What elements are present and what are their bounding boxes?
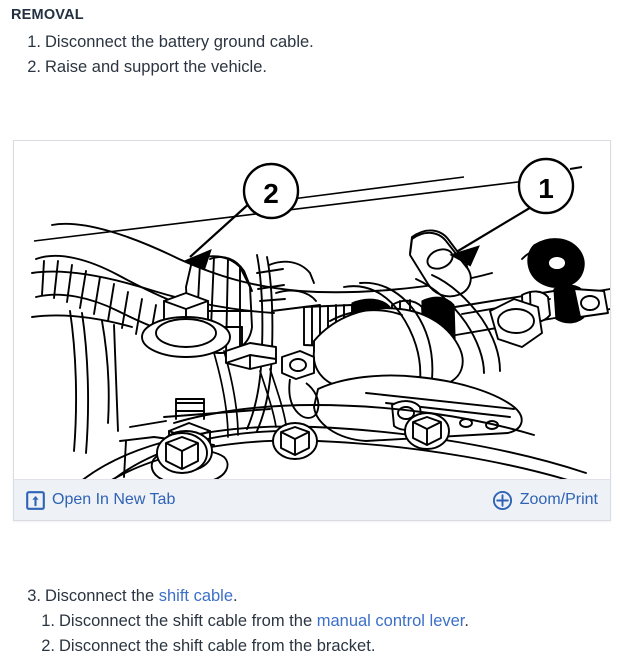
list-item: 2.Disconnect the shift cable from the br… — [11, 634, 611, 659]
step-text-pre: Disconnect the shift cable from the — [59, 612, 317, 630]
list-item: 1.Disconnect the battery ground cable. — [11, 30, 611, 55]
open-in-new-tab-icon — [26, 490, 45, 510]
step-text: Disconnect the shift cable from the brac… — [59, 637, 376, 655]
callout-2: 2 — [242, 162, 300, 220]
figure-toolbar: Open In New Tab Zoom/Print — [14, 479, 610, 520]
step-text-post: . — [233, 587, 238, 605]
step-number: 2. — [41, 637, 55, 655]
open-in-new-tab-label: Open In New Tab — [52, 491, 176, 508]
page-title: REMOVAL — [11, 7, 84, 23]
zoom-plus-icon — [492, 490, 513, 511]
open-in-new-tab-button[interactable]: Open In New Tab — [26, 490, 176, 510]
list-item: 2.Raise and support the vehicle. — [11, 55, 611, 80]
callout-1: 1 — [517, 157, 575, 215]
removal-steps-bottom: 3.Disconnect the shift cable. 1.Disconne… — [11, 584, 611, 659]
manual-control-lever-link[interactable]: manual control lever — [316, 612, 465, 630]
step-number: 2. — [27, 58, 41, 76]
shift-cable-link[interactable]: shift cable — [158, 587, 234, 605]
figure-container: 2 1 Open In New Tab — [13, 140, 611, 521]
svg-text:1: 1 — [538, 173, 554, 204]
step-number: 1. — [27, 33, 41, 51]
technical-diagram[interactable]: 2 1 — [14, 141, 610, 479]
step-text: Raise and support the vehicle. — [45, 58, 267, 76]
svg-text:2: 2 — [263, 178, 279, 209]
removal-steps-top: 1.Disconnect the battery ground cable. 2… — [11, 30, 611, 80]
step-text-pre: Disconnect the — [45, 587, 159, 605]
zoom-print-button[interactable]: Zoom/Print — [492, 490, 598, 511]
step-text: Disconnect the battery ground cable. — [45, 33, 314, 51]
zoom-print-label: Zoom/Print — [519, 491, 598, 508]
diagram-line-art: 2 1 — [14, 141, 610, 479]
step-number: 3. — [27, 587, 41, 605]
step-text-post: . — [464, 612, 469, 630]
step-number: 1. — [41, 612, 55, 630]
list-item: 3.Disconnect the shift cable. — [11, 584, 611, 609]
list-item: 1.Disconnect the shift cable from the ma… — [11, 609, 611, 634]
